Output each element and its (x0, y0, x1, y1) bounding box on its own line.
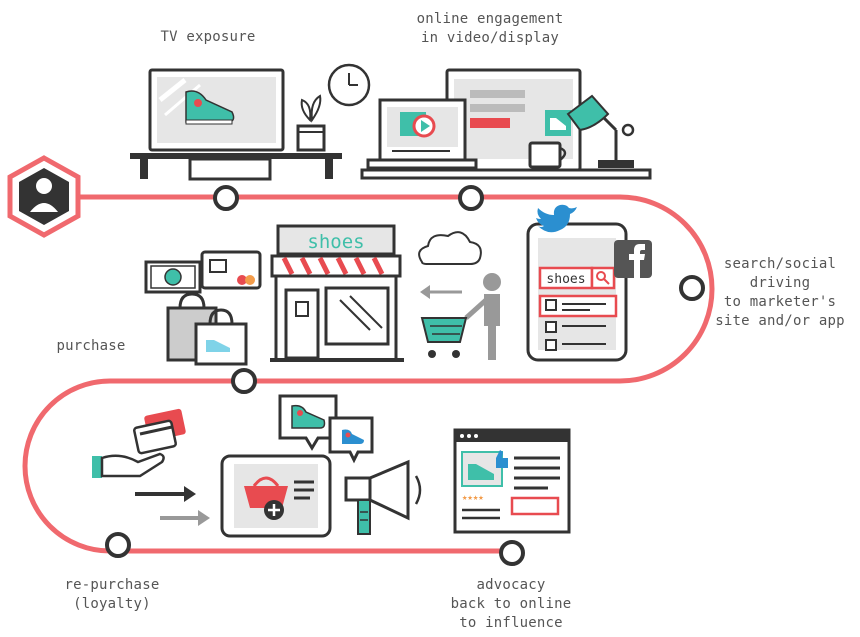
journey-path (22, 194, 715, 554)
label-repurchase: re-purchase (loyalty) (64, 577, 160, 612)
tablet-basket-icon (220, 454, 332, 538)
search-icon (596, 271, 606, 281)
arrow-left-icon (420, 285, 462, 299)
thumbs-up-icon (496, 450, 508, 468)
speech-bubbles-icon (278, 394, 374, 464)
shopper-cart-icon (420, 273, 501, 360)
label-purchase: purchase (56, 338, 126, 354)
node-online (458, 185, 484, 211)
search-box-text: shoes (546, 272, 585, 287)
node-tv (213, 185, 239, 211)
rating-stars-icon: ★★★★ (462, 493, 484, 503)
credit-card-icon (200, 250, 262, 290)
user-hexagon-icon (7, 155, 81, 238)
arrow-right-icon (135, 486, 210, 526)
node-advocacy (499, 540, 525, 566)
node-search (679, 275, 705, 301)
plant-icon (296, 94, 326, 152)
tv-icon (130, 68, 342, 181)
label-search-social: search/social driving to marketer's site… (715, 256, 845, 329)
phone-search-icon: shoes (526, 222, 628, 362)
node-repurchase (105, 532, 131, 558)
label-advocacy: advocacy back to online to influence (450, 577, 572, 631)
clock-icon (327, 63, 371, 107)
node-purchase (231, 368, 257, 394)
label-online-engagement: online engagement in video/display (416, 11, 564, 46)
computer-desk-icon (360, 68, 652, 180)
shoe-store-icon: shoes (270, 224, 404, 362)
store-sign: shoes (307, 231, 364, 253)
review-browser-icon: ★★★★ (453, 428, 571, 534)
hand-card-icon (92, 408, 186, 478)
money-icon (144, 260, 202, 294)
label-tv-exposure: TV exposure (160, 29, 256, 45)
shopping-bags-icon (166, 292, 248, 366)
cloud-icon (418, 231, 482, 265)
twitter-icon (536, 204, 577, 233)
facebook-icon (614, 240, 652, 278)
megaphone-icon (344, 459, 422, 535)
